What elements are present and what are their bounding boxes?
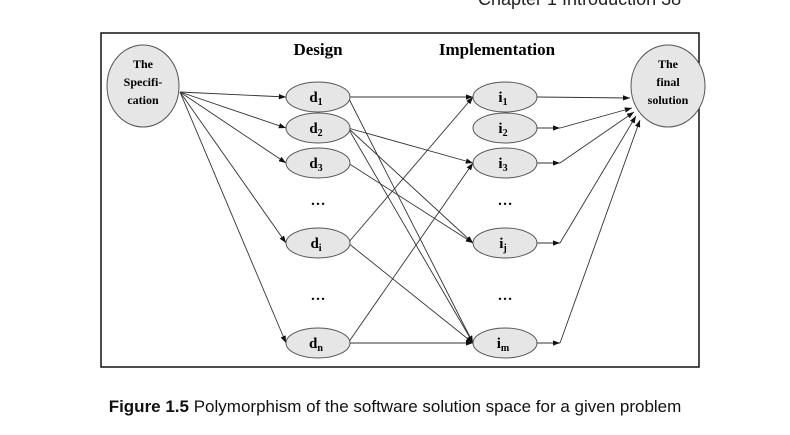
ellipsis: … bbox=[311, 193, 326, 209]
ellipsis: … bbox=[498, 193, 513, 209]
edge-arrow bbox=[347, 242, 474, 344]
implementation-heading: Implementation bbox=[439, 40, 556, 59]
edge-arrow bbox=[347, 162, 474, 244]
design-node: dn bbox=[285, 327, 351, 359]
design-node: d3 bbox=[285, 147, 351, 179]
edge-arrow bbox=[179, 91, 287, 129]
svg-text:ij: ij bbox=[499, 236, 507, 254]
svg-text:cation: cation bbox=[127, 93, 159, 107]
svg-text:d2: d2 bbox=[309, 121, 322, 139]
svg-text:d1: d1 bbox=[309, 90, 322, 108]
design-heading: Design bbox=[293, 40, 343, 59]
edge-arrow bbox=[347, 127, 474, 344]
svg-text:di: di bbox=[310, 236, 321, 254]
page-header: Chapter 1 Introduction 38 bbox=[478, 0, 681, 10]
edge-arrow bbox=[347, 127, 474, 164]
edge-arrow bbox=[347, 96, 474, 244]
final-solution-node: The final solution bbox=[630, 44, 706, 128]
svg-text:Specifi-: Specifi- bbox=[124, 75, 163, 89]
specification-node: The Specifi- cation bbox=[106, 44, 180, 128]
caption-text: Polymorphism of the software solution sp… bbox=[189, 397, 682, 416]
edge-arrow bbox=[179, 91, 287, 244]
edge-arrow bbox=[536, 95, 631, 101]
svg-text:The: The bbox=[133, 57, 154, 71]
edge-arrow bbox=[179, 91, 287, 100]
edge-arrow bbox=[559, 119, 641, 344]
design-node: di bbox=[285, 227, 351, 259]
edge-arrow bbox=[179, 91, 287, 344]
svg-text:d3: d3 bbox=[309, 156, 322, 174]
edge-arrow bbox=[347, 96, 474, 344]
svg-text:im: im bbox=[497, 336, 510, 354]
impl-node: im bbox=[472, 327, 538, 359]
impl-node: ij bbox=[472, 227, 538, 259]
figure-frame bbox=[100, 32, 700, 368]
impl-node: i2 bbox=[472, 112, 538, 144]
impl-node: i1 bbox=[472, 81, 538, 113]
edge-arrow bbox=[559, 111, 635, 164]
caption-label: Figure 1.5 bbox=[108, 397, 189, 416]
svg-text:final: final bbox=[656, 75, 680, 89]
edge-arrow bbox=[179, 91, 287, 164]
design-node: d1 bbox=[285, 81, 351, 113]
edge-arrow bbox=[559, 115, 637, 244]
figure-caption: Figure 1.5 Polymorphism of the software … bbox=[0, 397, 790, 417]
ellipsis: … bbox=[498, 288, 513, 304]
edge-arrow bbox=[559, 107, 633, 129]
svg-text:i2: i2 bbox=[498, 121, 507, 139]
design-node: d2 bbox=[285, 112, 351, 144]
svg-text:dn: dn bbox=[309, 336, 323, 354]
svg-text:i1: i1 bbox=[498, 90, 507, 108]
svg-text:solution: solution bbox=[648, 93, 689, 107]
impl-node: i3 bbox=[472, 147, 538, 179]
svg-text:i3: i3 bbox=[498, 156, 507, 174]
ellipsis: … bbox=[311, 288, 326, 304]
svg-text:The: The bbox=[658, 57, 679, 71]
edge-arrow bbox=[347, 127, 474, 244]
edge-arrow bbox=[347, 162, 474, 344]
